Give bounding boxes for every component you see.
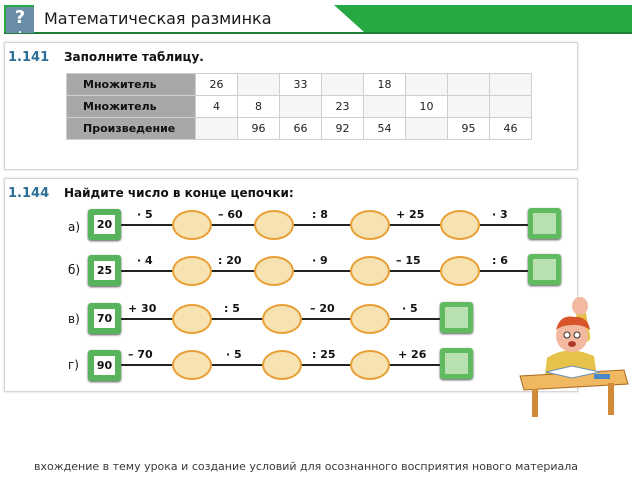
answer-oval[interactable]: [350, 304, 390, 334]
chain-result-box[interactable]: [440, 348, 473, 379]
schoolboy-illustration: [519, 297, 629, 417]
chain-operation: – 60: [218, 208, 243, 221]
table-cell[interactable]: [195, 117, 238, 140]
answer-oval[interactable]: [350, 210, 390, 240]
table-cell[interactable]: 4: [195, 95, 238, 118]
table-cell[interactable]: [321, 73, 364, 96]
answer-oval[interactable]: [172, 350, 212, 380]
page-title: Математическая разминка: [44, 9, 272, 28]
chain-operation: + 25: [396, 208, 425, 221]
chain-operation: · 3: [492, 208, 508, 221]
table-row: Множитель 4 8 23 10: [66, 95, 532, 118]
answer-oval[interactable]: [350, 350, 390, 380]
table-cell[interactable]: [489, 73, 532, 96]
chain-operation: + 26: [398, 348, 427, 361]
chain-operation: · 9: [312, 254, 328, 267]
chain-label: в): [68, 312, 80, 326]
table-cell[interactable]: 54: [363, 117, 406, 140]
table-cell[interactable]: 46: [489, 117, 532, 140]
chain-result-box[interactable]: [440, 302, 473, 333]
table-cell[interactable]: 26: [195, 73, 238, 96]
table-row: Произведение 96 66 92 54 95 46: [66, 117, 532, 140]
chain-operation: : 20: [218, 254, 242, 267]
chain-result-box[interactable]: [528, 254, 561, 285]
chain-operation: : 25: [312, 348, 336, 361]
chain-operation: · 5: [137, 208, 153, 221]
chain-label: б): [68, 263, 81, 277]
answer-oval[interactable]: [254, 256, 294, 286]
footer-caption: вхождение в тему урока и создание услови…: [34, 460, 579, 473]
table-cell[interactable]: [405, 73, 448, 96]
chain-line: [118, 224, 528, 226]
table-cell[interactable]: [405, 117, 448, 140]
table-cell[interactable]: 23: [321, 95, 364, 118]
table-cell[interactable]: 18: [363, 73, 406, 96]
answer-oval[interactable]: [262, 304, 302, 334]
answer-oval[interactable]: [172, 304, 212, 334]
table-cell[interactable]: 8: [237, 95, 280, 118]
start-value: 20: [94, 215, 115, 234]
start-value: 90: [94, 356, 115, 375]
start-value: 70: [94, 309, 115, 328]
answer-oval[interactable]: [440, 256, 480, 286]
chain-operation: · 4: [137, 254, 153, 267]
multiplication-table: Множитель 26 33 18 Множитель 4 8 23 10 П…: [66, 73, 532, 140]
table-cell[interactable]: [279, 95, 322, 118]
row-header: Множитель: [66, 95, 196, 118]
chain-operation: : 8: [312, 208, 328, 221]
chain-result-box[interactable]: [528, 208, 561, 239]
answer-oval[interactable]: [350, 256, 390, 286]
table-cell[interactable]: 66: [279, 117, 322, 140]
table-cell[interactable]: [363, 95, 406, 118]
chain-line: [118, 270, 528, 272]
chain-start: 25: [88, 255, 121, 286]
chain-start: 20: [88, 209, 121, 240]
table-cell[interactable]: [489, 95, 532, 118]
chain-operation: · 5: [226, 348, 242, 361]
table-cell[interactable]: 92: [321, 117, 364, 140]
answer-oval[interactable]: [254, 210, 294, 240]
chain-operation: : 5: [224, 302, 240, 315]
row-header: Произведение: [66, 117, 196, 140]
table-cell[interactable]: [447, 73, 490, 96]
chain-operation: – 15: [396, 254, 421, 267]
start-value: 25: [94, 261, 115, 280]
chain-label: г): [68, 358, 79, 372]
chain-operation: – 20: [310, 302, 335, 315]
chain-operation: · 5: [402, 302, 418, 315]
table-cell[interactable]: [237, 73, 280, 96]
chain-operation: : 6: [492, 254, 508, 267]
table-cell[interactable]: 95: [447, 117, 490, 140]
chain-operation: + 30: [128, 302, 157, 315]
table-cell[interactable]: 96: [237, 117, 280, 140]
answer-oval[interactable]: [172, 256, 212, 286]
table-cell[interactable]: 33: [279, 73, 322, 96]
task-instruction: Заполните таблицу.: [64, 50, 204, 64]
chain-operation: – 70: [128, 348, 153, 361]
row-header: Множитель: [66, 73, 196, 96]
task-number: 1.144: [8, 186, 50, 201]
header-bar: Математическая разминка: [4, 5, 632, 34]
title-tab: [34, 5, 364, 32]
answer-oval[interactable]: [440, 210, 480, 240]
task-number: 1.141: [8, 50, 50, 65]
answer-oval[interactable]: [172, 210, 212, 240]
question-icon[interactable]: ?.: [6, 7, 34, 36]
table-row: Множитель 26 33 18: [66, 73, 532, 96]
table-cell[interactable]: 10: [405, 95, 448, 118]
answer-oval[interactable]: [262, 350, 302, 380]
chain-start: 90: [88, 350, 121, 381]
chain-start: 70: [88, 303, 121, 334]
task-instruction: Найдите число в конце цепочки:: [64, 186, 294, 200]
chain-label: а): [68, 220, 81, 234]
table-cell[interactable]: [447, 95, 490, 118]
